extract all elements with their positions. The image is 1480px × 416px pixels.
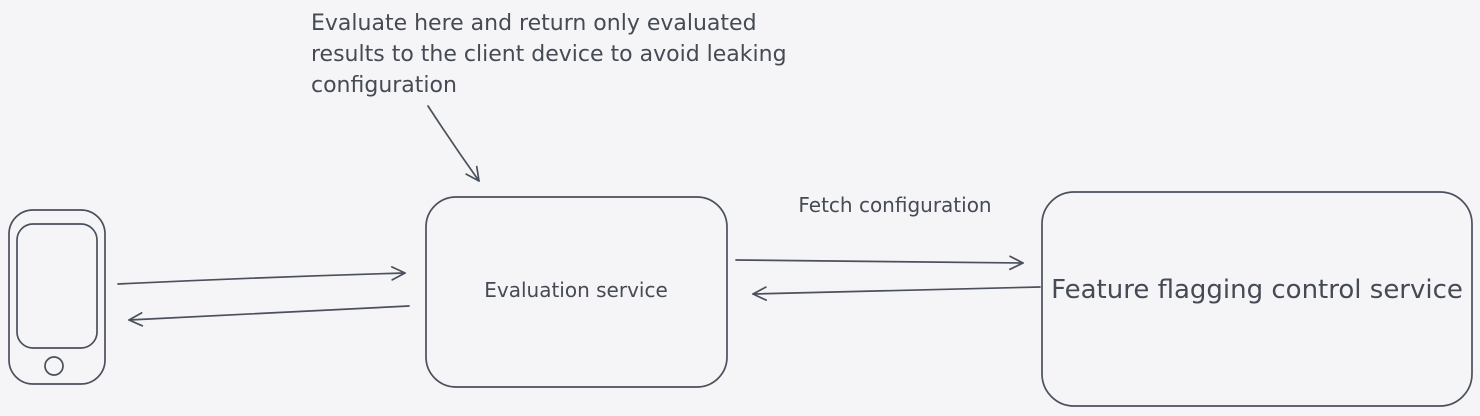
annotation-arrow[interactable] [427,105,480,182]
arrow-evaluation-to-flagging[interactable] [735,255,1024,271]
smartphone-icon[interactable] [8,209,106,385]
fetch-configuration-edge-label: Fetch configuration [798,193,991,217]
annotation-note[interactable]: Evaluate here and return only evaluated … [311,11,787,98]
arrow-flagging-to-evaluation[interactable] [752,286,1041,301]
annotation-line-2: results to the client device to avoid le… [311,42,787,67]
arrow-client-to-evaluation[interactable] [117,266,406,285]
arrow-evaluation-to-client[interactable] [128,305,410,327]
feature-flagging-control-service-node[interactable]: Feature flagging control service [1041,191,1473,407]
phone-home-button-icon [44,356,64,376]
annotation-line-1: Evaluate here and return only evaluated [311,11,757,36]
evaluation-service-label: Evaluation service [484,278,668,302]
evaluation-service-node[interactable]: Evaluation service [425,196,728,388]
annotation-line-3: configuration [311,73,457,98]
feature-flagging-control-service-label: Feature flagging control service [1051,275,1463,305]
